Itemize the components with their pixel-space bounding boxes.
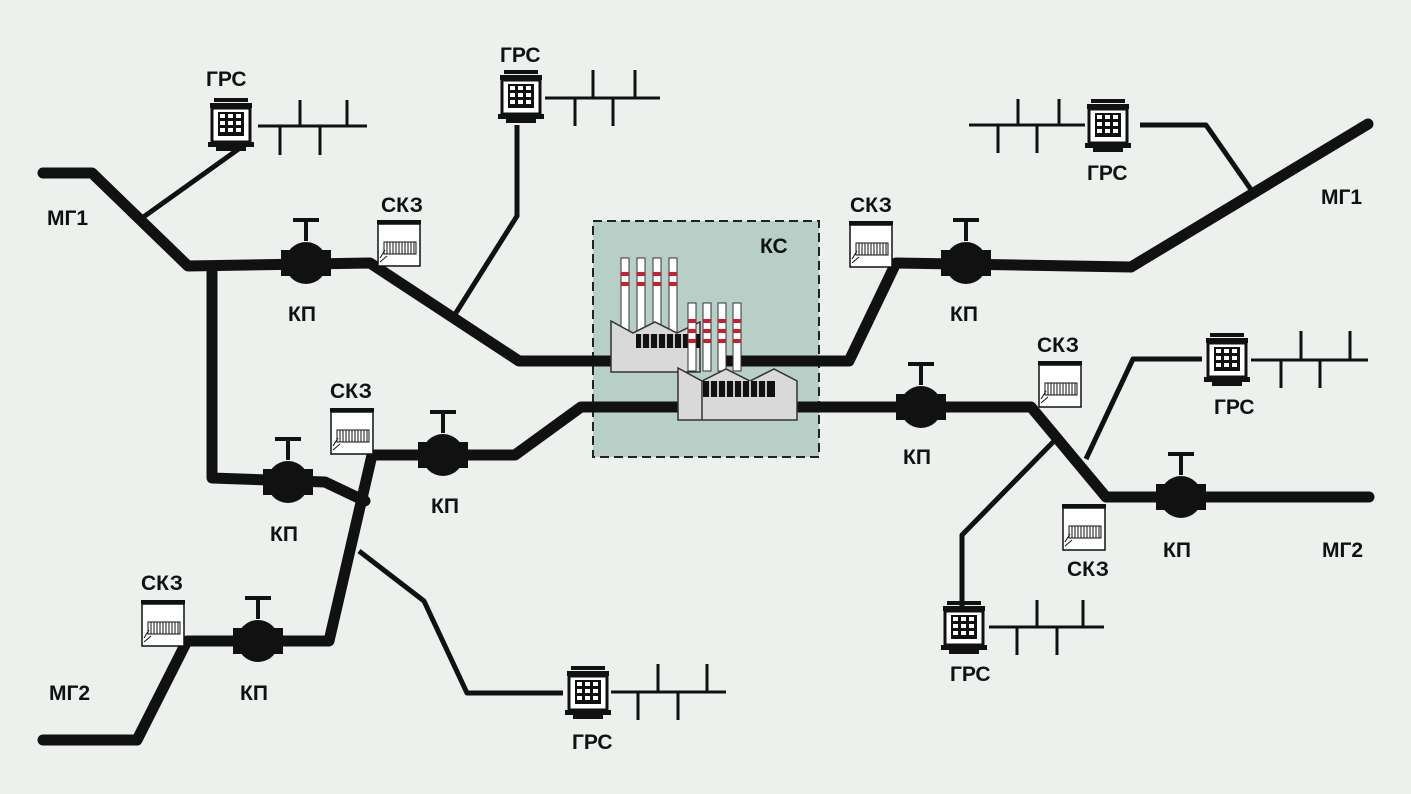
pipe-mg2-right <box>793 401 1375 503</box>
skz-icon <box>140 599 186 647</box>
label-skz: СКЗ <box>330 380 372 403</box>
building-icon <box>1202 331 1252 388</box>
pipe-mg2-left <box>37 401 684 746</box>
valve-icon <box>1154 452 1208 520</box>
skz-icon <box>329 407 375 455</box>
label-mg2-right: МГ2 <box>1322 539 1363 562</box>
building-icon <box>206 96 256 153</box>
valve-icon <box>261 437 315 505</box>
compressor-station-icon <box>610 257 798 421</box>
branch-pipes <box>140 122 1255 696</box>
label-skz: СКЗ <box>1037 334 1079 357</box>
valve-icon <box>894 362 948 430</box>
label-ks: КС <box>760 235 788 258</box>
valve-icon <box>279 218 333 286</box>
label-kp: КП <box>270 523 298 546</box>
label-grs: ГРС <box>206 68 247 91</box>
label-grs: ГРС <box>950 663 991 686</box>
label-kp: КП <box>240 682 268 705</box>
label-kp: КП <box>1163 539 1191 562</box>
pipe-mg1-left <box>37 167 621 367</box>
pipe-mg1-right <box>721 118 1374 367</box>
distribution-taps <box>258 70 1368 720</box>
label-grs: ГРС <box>500 44 541 67</box>
label-grs: ГРС <box>1214 396 1255 419</box>
building-icon <box>939 599 989 656</box>
valve-icon <box>231 596 285 664</box>
label-grs: ГРС <box>1087 162 1128 185</box>
label-grs: ГРС <box>572 731 613 754</box>
label-kp: КП <box>903 446 931 469</box>
label-skz: СКЗ <box>850 194 892 217</box>
skz-icon <box>376 219 422 267</box>
building-icon <box>496 68 546 125</box>
label-skz: СКЗ <box>1067 558 1109 581</box>
building-icon <box>563 664 613 721</box>
label-skz: СКЗ <box>141 572 183 595</box>
skz-icon <box>848 220 894 268</box>
label-kp: КП <box>288 303 316 326</box>
valve-icon <box>416 410 470 478</box>
skz-icon <box>1037 360 1083 408</box>
building-icon <box>1083 97 1133 154</box>
labels: МГ1 МГ1 МГ2 МГ2 КС ГРС ГРС ГРС ГРС ГРС Г… <box>47 44 1363 754</box>
label-kp: КП <box>431 495 459 518</box>
valve-icon <box>939 218 993 286</box>
label-mg1-left: МГ1 <box>47 207 88 230</box>
skz-icon <box>1061 503 1107 551</box>
label-mg2-left: МГ2 <box>49 682 90 705</box>
chimneys-front <box>687 302 742 372</box>
label-kp: КП <box>950 303 978 326</box>
label-skz: СКЗ <box>381 194 423 217</box>
label-mg1-right: МГ1 <box>1321 186 1362 209</box>
